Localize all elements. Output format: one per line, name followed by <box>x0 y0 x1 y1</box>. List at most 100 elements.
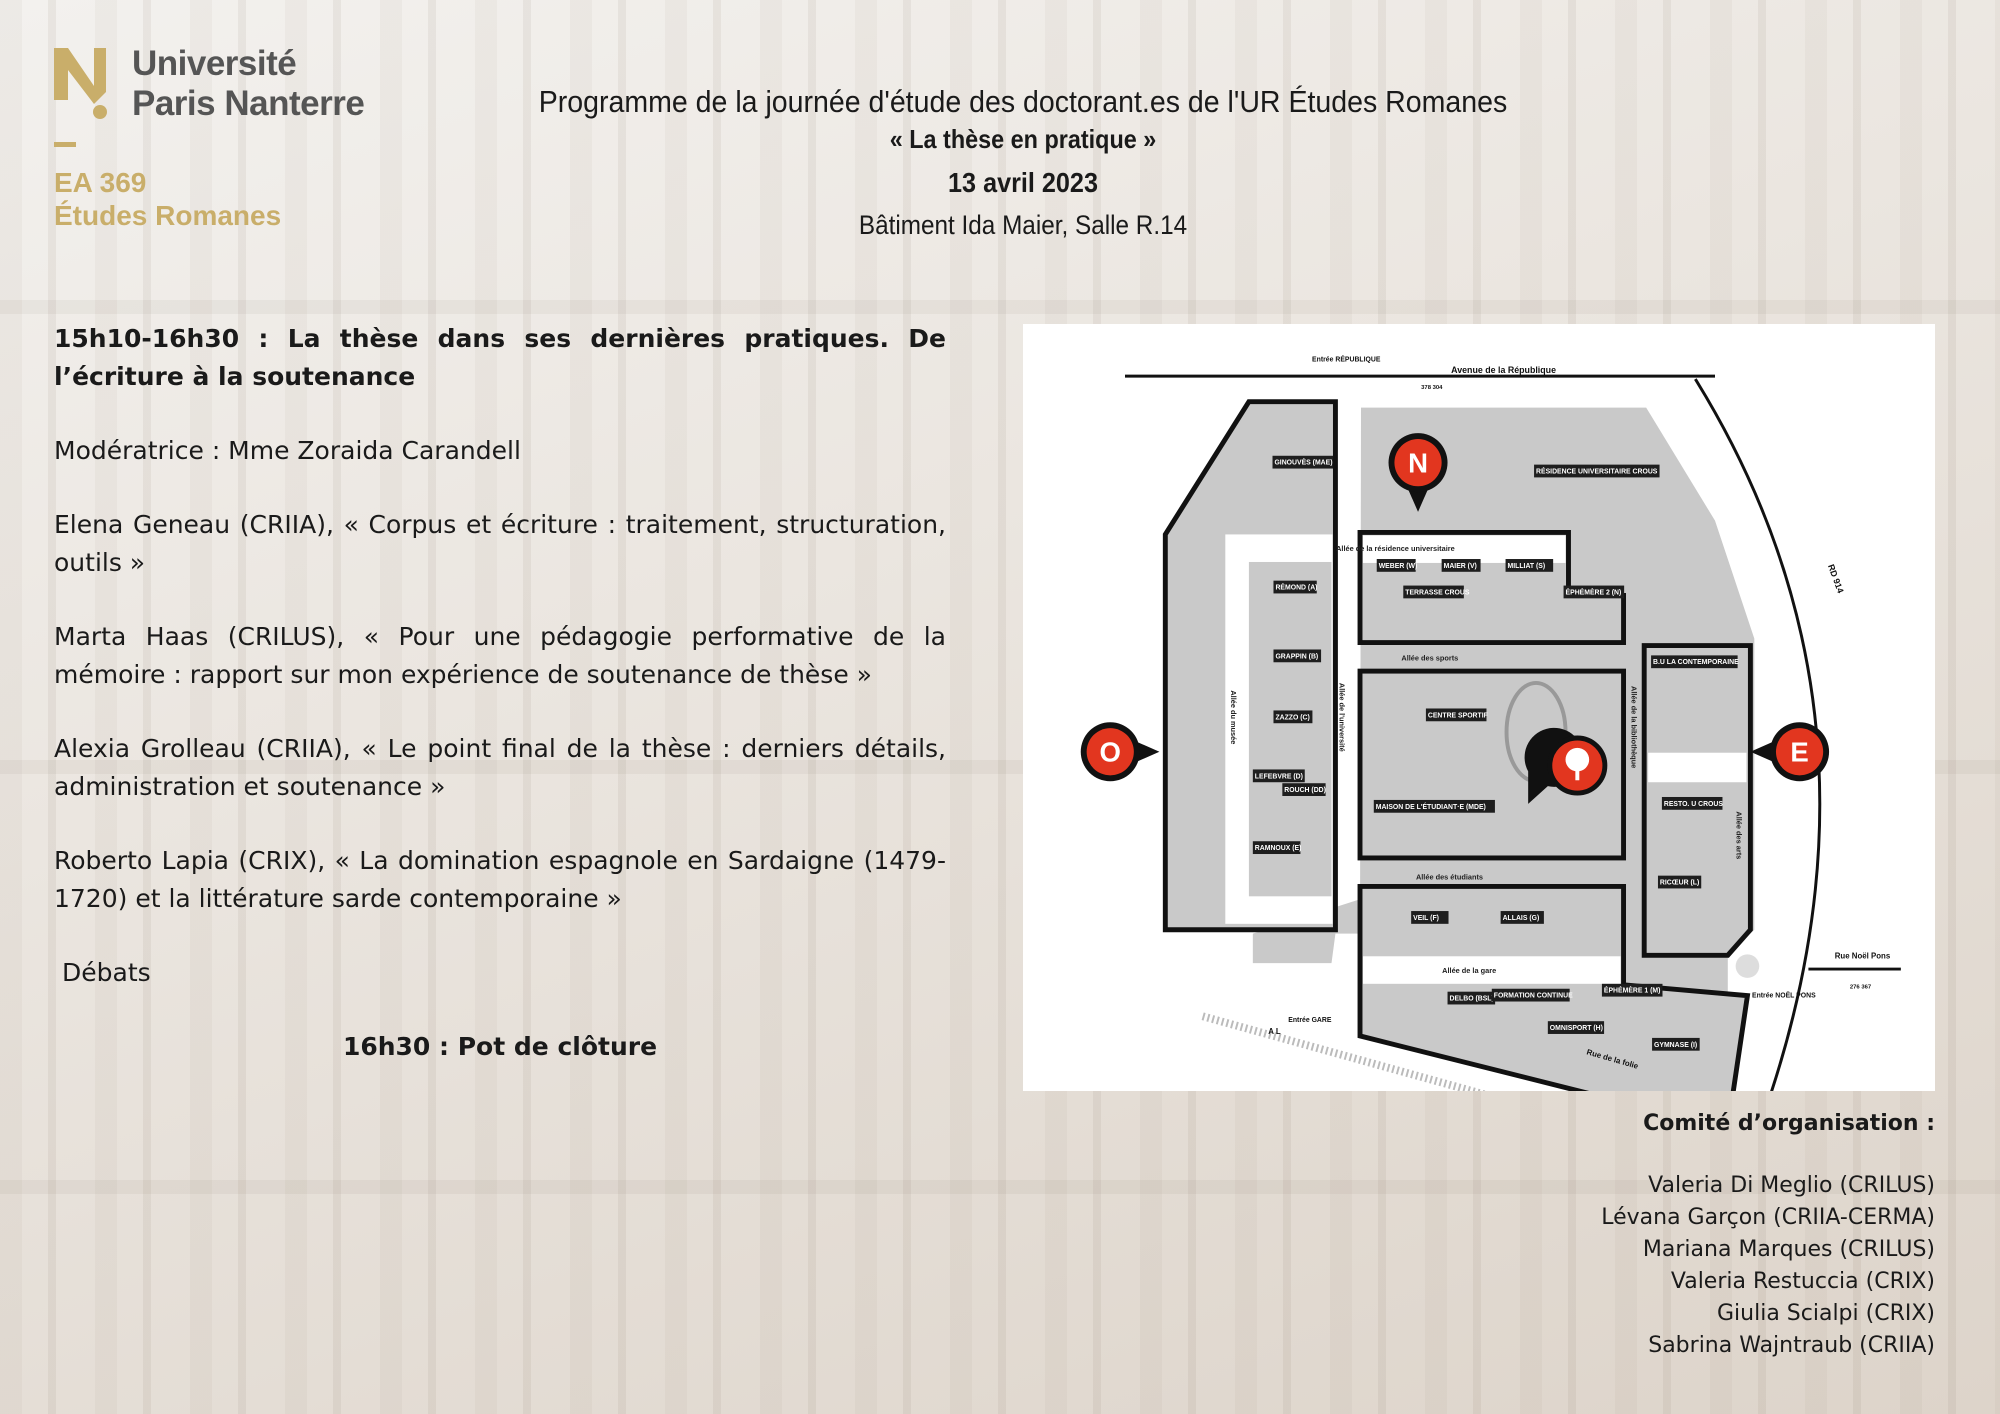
committee-member: Mariana Marques (CRILUS) <box>1642 1237 1935 1262</box>
svg-text:B.U LA CONTEMPORAINE: B.U LA CONTEMPORAINE <box>1653 659 1739 666</box>
campus-map: GINOUVÈS (MAE) RÉSIDENCE UNIVERSITAIRE CR… <box>1023 324 1935 1179</box>
campus-map-drawing: GINOUVÈS (MAE) RÉSIDENCE UNIVERSITAIRE CR… <box>1080 354 1901 1179</box>
committee-member: Valeria Restuccia (CRIX) <box>1670 1269 1935 1294</box>
building-label: RÉMOND (A) <box>1273 580 1317 594</box>
street-label: A L <box>1268 1027 1281 1036</box>
svg-text:CENTRE SPORTIF: CENTRE SPORTIF <box>1428 712 1488 719</box>
street-label: Entrée RÉPUBLIQUE <box>1312 354 1381 363</box>
session-title: 15h10-16h30 : La thèse dans ses dernière… <box>54 324 946 391</box>
page-title: Programme de la journée d'étude des doct… <box>538 84 1508 119</box>
logo-line2: Paris Nanterre <box>132 84 365 123</box>
debates: Débats <box>62 958 151 987</box>
street-label: Rue Noël Pons <box>1835 951 1891 960</box>
research-unit: EA 369 Études Romanes <box>54 166 281 232</box>
moderator: Modératrice : Mme Zoraida Carandell <box>54 436 521 465</box>
svg-text:N: N <box>1408 447 1428 478</box>
building-label: ZAZZO (C) <box>1273 710 1313 724</box>
svg-text:ÉPHÉMÈRE 1 (M): ÉPHÉMÈRE 1 (M) <box>1604 986 1661 995</box>
alley-label: Allée des arts <box>1735 811 1744 859</box>
talk: Roberto Lapia (CRIX), « La domination es… <box>54 846 946 913</box>
svg-text:ALLAIS (G): ALLAIS (G) <box>1503 915 1540 922</box>
event-subtitle: « La thèse en pratique » <box>889 124 1157 154</box>
building-label: RAMNOUX (E) <box>1252 841 1302 855</box>
building-label: MAISON DE L'ÉTUDIANT·E (MDE) <box>1373 799 1495 813</box>
event-location: Bâtiment Ida Maier, Salle R.14 <box>858 210 1188 240</box>
committee-heading: Comité d’organisation : <box>1643 1111 1935 1136</box>
alley-label: Allée de la résidence universitaire <box>1336 544 1455 553</box>
building-label: LEFEBVRE (D) <box>1252 769 1305 783</box>
building-label: FORMATION CONTINUE <box>1491 988 1573 1002</box>
alley-label: Allée de la bibliothèque <box>1629 686 1638 768</box>
street-label: 378 304 <box>1421 385 1443 391</box>
event-date: 13 avril 2023 <box>948 167 1098 198</box>
svg-text:MAIER (V): MAIER (V) <box>1444 563 1477 570</box>
building-label: ÉPHÉMÈRE 1 (M) <box>1601 983 1663 997</box>
logo-divider <box>54 142 76 147</box>
building-label: B.U LA CONTEMPORAINE <box>1651 655 1739 669</box>
talk: Elena Geneau (CRIIA), « Corpus et écritu… <box>54 510 946 577</box>
roundabout <box>1735 954 1760 978</box>
svg-text:RÉSIDENCE UNIVERSITAIRE CROUS: RÉSIDENCE UNIVERSITAIRE CROUS <box>1536 466 1658 475</box>
alley-label: Allée du musée <box>1229 690 1238 744</box>
unit-code: EA 369 <box>54 167 147 198</box>
building-label: ROUCH (DD) <box>1282 783 1326 796</box>
svg-text:FORMATION CONTINUE: FORMATION CONTINUE <box>1494 993 1573 1000</box>
talk: Alexia Grolleau (CRIIA), « Le point fina… <box>54 734 946 801</box>
svg-text:ZAZZO (C): ZAZZO (C) <box>1275 714 1309 721</box>
committee-member: Valeria Di Meglio (CRILUS) <box>1648 1173 1935 1198</box>
committee-member: Giulia Scialpi (CRIX) <box>1716 1301 1935 1326</box>
university-name: Université Paris Nanterre <box>132 44 365 124</box>
building-label: CENTRE SPORTIF <box>1425 708 1488 722</box>
svg-text:OMNISPORT (H): OMNISPORT (H) <box>1550 1025 1603 1032</box>
street-label: 276 367 <box>1850 985 1872 991</box>
allee-de-la-gare <box>1362 956 1621 984</box>
alley-label: Allée de l'université <box>1337 683 1346 752</box>
svg-text:WEBER (W): WEBER (W) <box>1379 563 1418 570</box>
nanterre-n-icon <box>54 48 107 119</box>
building-label: TERRASSE CROUS <box>1403 585 1470 599</box>
building-label: OMNISPORT (H) <box>1547 1021 1605 1034</box>
committee-member: Lévana Garçon (CRIIA-CERMA) <box>1601 1205 1935 1230</box>
svg-text:DELBO (BSL): DELBO (BSL) <box>1450 996 1494 1003</box>
compass-pin-o: O <box>1080 722 1160 782</box>
building-label: VEIL (F) <box>1411 911 1449 924</box>
street-label: Avenue de la République <box>1451 365 1556 375</box>
street-label: Entrée GARE <box>1288 1017 1332 1024</box>
alley-label: Allée des étudiants <box>1416 873 1483 882</box>
building-label: GRAPPIN (B) <box>1273 649 1322 663</box>
svg-text:RÉMOND (A): RÉMOND (A) <box>1275 583 1317 592</box>
svg-text:ÉPHÉMÈRE 2 (N): ÉPHÉMÈRE 2 (N) <box>1566 587 1622 596</box>
building-label: RICŒUR (L) <box>1657 875 1702 889</box>
residence-alley <box>1362 535 1566 563</box>
svg-text:E: E <box>1790 737 1808 768</box>
west-buildings-zone <box>1248 561 1332 897</box>
svg-text:O: O <box>1100 737 1121 768</box>
alley-label: Allée de la gare <box>1442 966 1496 975</box>
building-label: ÉPHÉMÈRE 2 (N) <box>1563 585 1625 599</box>
organizing-committee: Comité d’organisation : Valeria Di Megli… <box>1601 1108 1935 1362</box>
committee-member: Sabrina Wajntraub (CRIIA) <box>1648 1333 1935 1358</box>
tree-pin-icon <box>1524 727 1608 804</box>
svg-text:VEIL (F): VEIL (F) <box>1413 915 1439 922</box>
building-label: GINOUVÈS (MAE) <box>1272 455 1334 469</box>
building-label: WEBER (W) <box>1376 559 1418 572</box>
building-label: RÉSIDENCE UNIVERSITAIRE CROUS <box>1534 464 1660 478</box>
building-label: DELBO (BSL) <box>1447 991 1496 1005</box>
logo-line1: Université <box>132 44 297 83</box>
svg-text:ROUCH (DD): ROUCH (DD) <box>1284 787 1326 794</box>
closing-event: 16h30 : Pot de clôture <box>342 1032 658 1061</box>
svg-text:LEFEBVRE (D): LEFEBVRE (D) <box>1255 773 1303 780</box>
svg-text:GYMNASE (I): GYMNASE (I) <box>1654 1042 1697 1049</box>
building-label: RESTO. U CROUS <box>1661 796 1723 810</box>
alley-label: Allée des sports <box>1401 653 1458 662</box>
talk: Marta Haas (CRILUS), « Pour une pédagogi… <box>54 622 946 689</box>
program: 15h10-16h30 : La thèse dans ses dernière… <box>54 320 946 1102</box>
svg-text:RAMNOUX (E): RAMNOUX (E) <box>1255 845 1302 852</box>
east-gap <box>1648 752 1747 783</box>
street-label: Entrée NOËL PONS <box>1752 992 1816 1000</box>
street-label: RD 914 <box>1826 563 1846 595</box>
south-block <box>1357 884 1751 1132</box>
svg-text:MAISON DE L'ÉTUDIANT·E (MDE): MAISON DE L'ÉTUDIANT·E (MDE) <box>1376 802 1486 811</box>
building-label: MAIER (V) <box>1441 559 1481 572</box>
compass-pin-n: N <box>1388 433 1448 512</box>
